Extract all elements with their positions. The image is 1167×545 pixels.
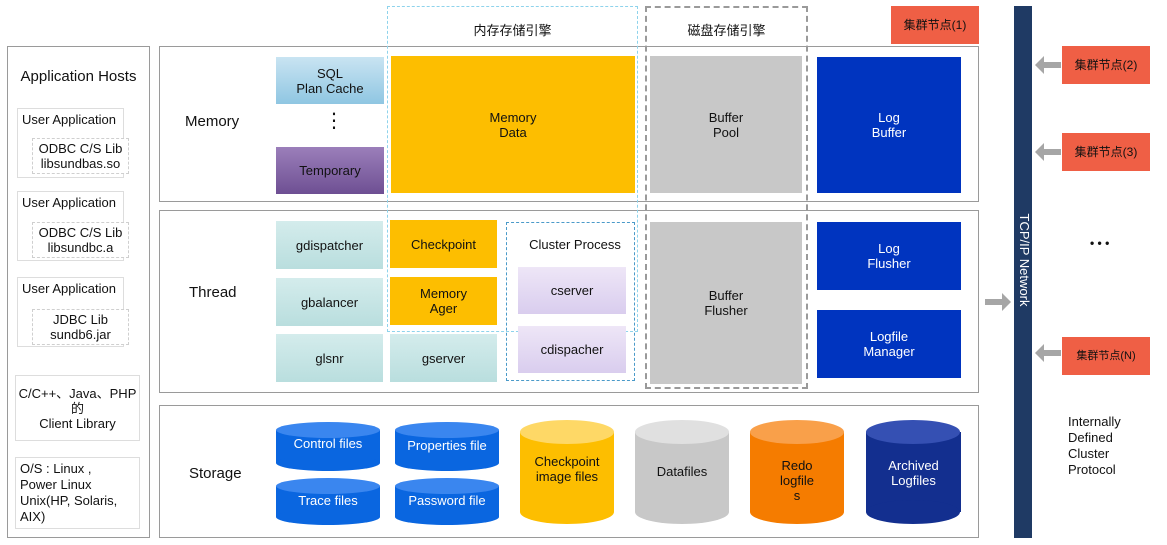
user-application-label-1: User Application <box>22 112 116 127</box>
cluster-node-2: 集群节点(2) <box>1062 46 1150 84</box>
arrow-nodeN <box>1035 344 1061 362</box>
cluster-node-3: 集群节点(3) <box>1062 133 1150 171</box>
memory-engine-header: 内存存储引擎 <box>473 23 552 38</box>
log-flusher: Log Flusher <box>817 222 961 290</box>
arrow-node3 <box>1035 143 1061 161</box>
password-file-label: Password file <box>408 492 486 508</box>
cluster-protocol-note: Internally Defined Cluster Protocol <box>1068 414 1121 477</box>
archived-logfiles-label: Archived Logfiles <box>888 458 939 488</box>
arrow-from-cluster-to-network <box>985 293 1011 311</box>
jdbc-lib: JDBC Lib sundb6.jar <box>32 309 129 345</box>
gserver: gserver <box>390 334 497 382</box>
memory-data: Memory Data <box>391 56 635 193</box>
client-library: C/C++、Java、PHP 的 Client Library <box>15 375 140 441</box>
glsnr: glsnr <box>276 334 383 382</box>
tcp-ip-network-label: TCP/IP Network <box>1017 213 1032 307</box>
arrow-node2 <box>1035 56 1061 74</box>
storage-row-label: Storage <box>189 465 242 482</box>
redo-logfiles-label: Redo logfile s <box>780 457 814 503</box>
buffer-flusher: Buffer Flusher <box>650 222 802 384</box>
cluster-node-n: 集群节点(N) <box>1062 337 1150 375</box>
sql-plan-cache: SQL Plan Cache <box>276 57 384 104</box>
gdispatcher: gdispatcher <box>276 221 383 269</box>
cserver: cserver <box>518 267 626 314</box>
more-nodes-dots: • • • <box>1090 236 1110 250</box>
odbc-lib-a: ODBC C/S Lib libsundbc.a <box>32 222 129 258</box>
properties-file-label: Properties file <box>407 437 487 453</box>
checkpoint-thread: Checkpoint <box>390 220 497 268</box>
disk-engine-region <box>645 6 808 389</box>
logfile-manager: Logfile Manager <box>817 310 961 378</box>
disk-engine-header: 磁盘存储引擎 <box>687 23 766 38</box>
cluster-node-1: 集群节点(1) <box>891 6 979 44</box>
memory-row-label: Memory <box>185 113 240 130</box>
thread-row-label: Thread <box>189 284 237 301</box>
vertical-ellipsis: ⋮ <box>324 110 344 132</box>
memory-ager: Memory Ager <box>390 277 497 325</box>
control-files-label: Control files <box>293 435 363 451</box>
user-application-label-3: User Application <box>22 281 116 296</box>
application-hosts-title: Application Hosts <box>20 68 137 85</box>
log-buffer: Log Buffer <box>817 57 961 193</box>
cluster-process-label: Cluster Process <box>529 237 621 252</box>
gbalancer: gbalancer <box>276 278 383 326</box>
trace-files-label: Trace files <box>298 492 358 508</box>
user-application-label-2: User Application <box>22 195 116 210</box>
temporary: Temporary <box>276 147 384 194</box>
cdispacher: cdispacher <box>518 326 626 373</box>
datafiles-label: Datafiles <box>656 463 708 479</box>
checkpoint-image-label: Checkpoint image files <box>534 454 600 484</box>
buffer-pool: Buffer Pool <box>650 56 802 193</box>
os-info: O/S : Linux , Power Linux Unix(HP, Solar… <box>15 457 140 529</box>
memory-engine-region <box>387 6 638 332</box>
tcp-ip-network-bar <box>1014 6 1032 538</box>
odbc-lib-so: ODBC C/S Lib libsundbas.so <box>32 138 129 174</box>
cluster-process-region <box>506 222 635 381</box>
